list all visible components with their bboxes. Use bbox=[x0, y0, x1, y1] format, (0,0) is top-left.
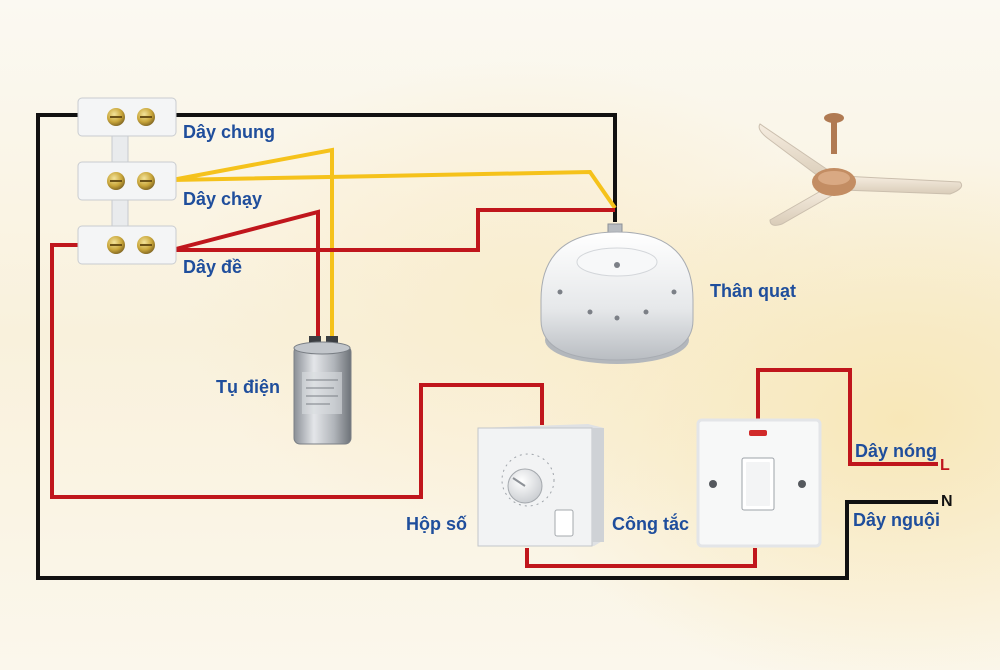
terminal-block bbox=[77, 97, 177, 265]
ceiling-fan-icon bbox=[758, 113, 963, 226]
label-capacitor: Tụ điện bbox=[216, 377, 280, 397]
fan-motor bbox=[540, 223, 694, 364]
red-wires bbox=[50, 208, 938, 568]
label-neutral-terminal: N bbox=[941, 493, 953, 510]
label-run-wire: Dây chạy bbox=[183, 189, 263, 209]
label-live-terminal: L bbox=[940, 457, 950, 474]
label-start-wire: Dây đề bbox=[183, 257, 243, 277]
capacitor bbox=[293, 336, 352, 445]
terminal-row-run bbox=[77, 161, 177, 201]
label-neutral-wire: Dây nguội bbox=[853, 510, 941, 530]
wall-switch bbox=[696, 418, 822, 548]
terminal-row-start bbox=[77, 225, 177, 265]
label-common-wire: Dây chung bbox=[183, 122, 276, 142]
speed-box bbox=[477, 424, 604, 547]
label-fan-body: Thân quạt bbox=[710, 281, 796, 301]
label-speed-box: Hộp số bbox=[406, 514, 467, 534]
label-switch: Công tắc bbox=[612, 514, 690, 534]
terminal-row-common bbox=[77, 97, 177, 137]
yellow-wires bbox=[171, 147, 617, 338]
label-live-wire: Dây nóng bbox=[855, 441, 938, 461]
black-wire bbox=[36, 113, 938, 580]
